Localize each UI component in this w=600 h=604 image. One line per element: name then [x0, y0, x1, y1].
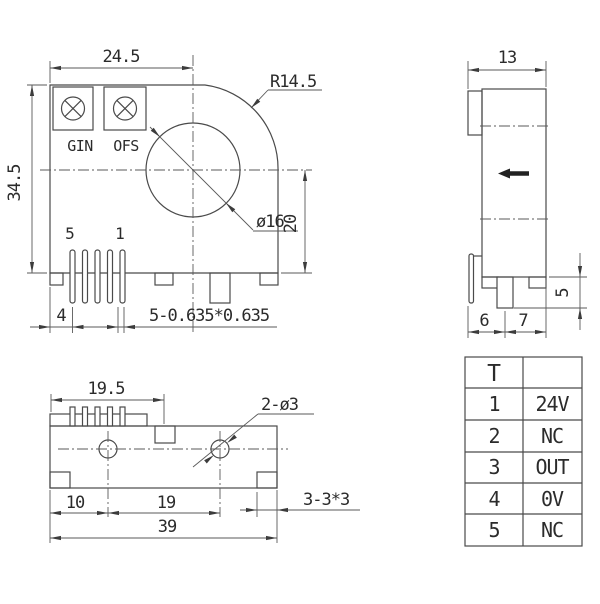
front-boss — [209, 272, 231, 304]
pin-number: 5 — [488, 518, 499, 542]
pin-table: T 1 24V 2 NC 3 OUT 4 0V 5 NC — [464, 356, 583, 547]
gain-pot-label: GIN — [67, 137, 93, 155]
bottom-notch — [154, 425, 176, 444]
center-height-dim: 20 — [281, 214, 301, 233]
front-pins — [69, 249, 126, 304]
pin-signal: NC — [541, 424, 563, 448]
current-direction-arrow-icon — [498, 168, 529, 179]
aperture-diameter-dim: ø16 — [256, 212, 284, 232]
side-body-outline — [481, 88, 547, 278]
corner-radius-dim: R14.5 — [270, 72, 316, 92]
pin-signal: NC — [541, 518, 563, 542]
pin-number: 4 — [488, 487, 500, 511]
connector-dim: 19.5 — [88, 379, 125, 399]
gain-pot-icon — [52, 86, 94, 131]
cutout-spec: 3-3*3 — [303, 490, 349, 510]
pin-number: 1 — [488, 392, 499, 416]
pin1-label: 1 — [115, 224, 125, 243]
front-foot-right — [259, 272, 279, 286]
hole-spec: 2-ø3 — [261, 395, 298, 415]
pin-table-header: T — [487, 361, 501, 387]
pin-number: 2 — [488, 424, 499, 448]
hole-pitch-dim: 19 — [157, 493, 176, 513]
front-foot-mid — [154, 272, 174, 286]
bottom-cutout-left — [49, 471, 71, 489]
pin5-label: 5 — [65, 224, 75, 243]
pin-offset-dim: 4 — [56, 306, 66, 326]
bottom-cutout-right — [256, 471, 278, 489]
side-pitch-dim-right: 7 — [518, 311, 527, 331]
total-width-dim: 39 — [158, 517, 177, 537]
bottom-body-outline — [49, 425, 278, 489]
side-foot-left — [481, 276, 499, 289]
pin-spec: 5-0.635*0.635 — [149, 306, 269, 326]
side-wire-pin — [468, 253, 475, 304]
side-pitch-dim-left: 6 — [479, 311, 489, 331]
side-tab — [467, 90, 483, 136]
pin-signal: OUT — [535, 455, 569, 479]
side-view: 13 5 6 7 — [467, 48, 587, 338]
side-foot-right — [528, 276, 547, 289]
front-body-outline — [49, 84, 279, 274]
pin-signal: 24V — [535, 392, 569, 416]
pin-number: 3 — [488, 455, 499, 479]
front-width-dim: 24.5 — [103, 47, 140, 67]
bottom-view: 19.5 2-ø3 10 19 39 3-3*3 — [49, 379, 360, 543]
hole-offset-dim: 10 — [66, 493, 85, 513]
bottom-pins — [69, 406, 126, 427]
side-boss — [496, 276, 514, 309]
front-height-dim: 34.5 — [5, 165, 25, 202]
front-foot-left — [49, 272, 64, 286]
offset-pot-icon — [103, 86, 147, 131]
side-pin-length-dim: 5 — [553, 288, 573, 297]
front-view: GIN OFS 5 1 24.5 34.5 R14.5 — [5, 47, 322, 333]
side-width-dim: 13 — [498, 48, 516, 68]
offset-pot-label: OFS — [113, 137, 139, 155]
pin-signal: 0V — [541, 487, 564, 511]
